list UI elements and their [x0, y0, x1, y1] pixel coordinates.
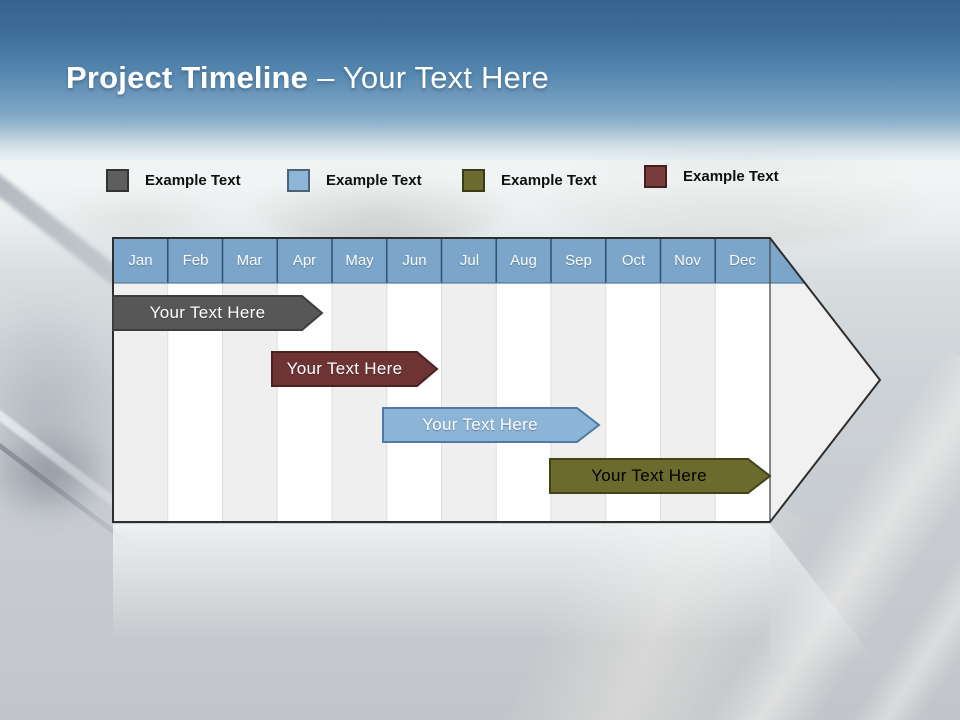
month-header-aug[interactable]: Aug	[510, 252, 537, 269]
month-header-oct[interactable]: Oct	[621, 252, 646, 269]
gantt-bar-blue[interactable]	[382, 407, 601, 443]
month-header-jul[interactable]: Jul	[459, 252, 480, 269]
month-column-stripe	[222, 238, 278, 522]
gantt-bar-label-red[interactable]: Your Text Here	[286, 359, 403, 378]
month-header-feb[interactable]: Feb	[182, 252, 209, 269]
month-header-sep[interactable]: Sep	[565, 252, 592, 269]
month-header-jun[interactable]: Jun	[402, 252, 427, 269]
legend-item-gray[interactable]: Example Text	[106, 166, 241, 194]
month-header-apr[interactable]: Apr	[292, 252, 317, 269]
legend-label: Example Text	[683, 167, 779, 185]
legend-item-olive[interactable]: Example Text	[462, 166, 597, 194]
legend-label: Example Text	[145, 171, 241, 189]
legend-item-blue[interactable]: Example Text	[287, 166, 422, 194]
month-header-jan[interactable]: Jan	[128, 252, 153, 269]
slide-title-subtitle: – Your Text Here	[317, 60, 549, 95]
gantt-bar-label-olive[interactable]: Your Text Here	[591, 466, 707, 485]
month-header-band	[113, 238, 805, 283]
slide-title-main: Project Timeline	[66, 60, 309, 95]
timeline-arrow-outline	[112, 237, 882, 523]
gantt-bar-olive[interactable]	[549, 458, 772, 494]
legend-label: Example Text	[501, 171, 597, 189]
arrow-head-region	[770, 238, 880, 522]
gantt-bar-red[interactable]	[271, 351, 439, 387]
gantt-bar-gray[interactable]	[112, 295, 324, 331]
month-header-dec[interactable]: Dec	[729, 252, 756, 269]
legend-swatch-red	[644, 164, 667, 188]
legend-swatch-olive	[462, 168, 485, 192]
legend-swatch-gray	[106, 168, 129, 192]
month-column-stripe	[441, 238, 497, 522]
month-header-nov[interactable]: Nov	[674, 252, 701, 269]
gantt-bar-label-gray[interactable]: Your Text Here	[149, 303, 266, 322]
legend-label: Example Text	[326, 171, 422, 189]
slide-title[interactable]: Project Timeline– Your Text Here	[66, 60, 886, 96]
header-divider-lines	[166, 238, 717, 283]
month-header-may[interactable]: May	[345, 252, 374, 269]
timeline-reflection	[113, 524, 770, 642]
legend-swatch-blue	[287, 168, 310, 192]
car-silhouette	[0, 425, 115, 520]
gantt-bar-label-blue[interactable]: Your Text Here	[422, 415, 538, 434]
month-header-mar[interactable]: Mar	[236, 252, 263, 269]
legend-item-red[interactable]: Example Text	[644, 162, 779, 190]
month-column-stripe	[113, 238, 168, 522]
